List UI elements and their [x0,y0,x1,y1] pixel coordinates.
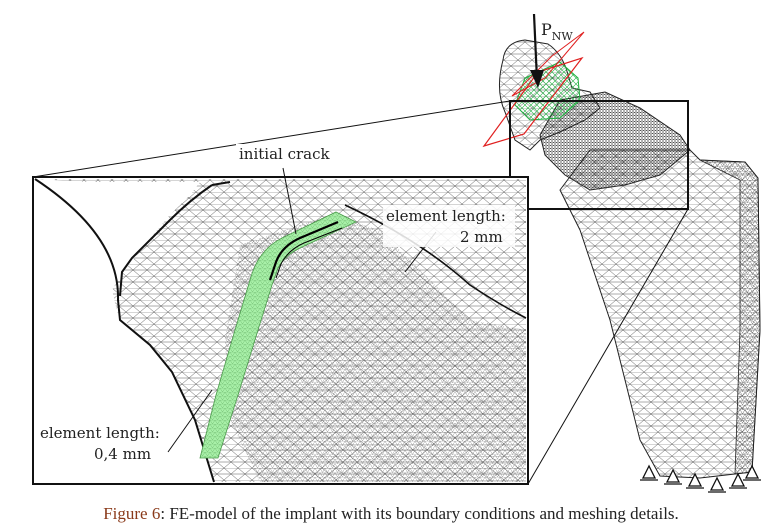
label-initial-crack: initial crack [239,145,331,163]
detail-part-contour [34,178,215,483]
label-coarse-line1: element length: [386,207,506,225]
support-1 [640,464,658,481]
initial-crack-line [268,220,339,281]
detail-right-edge [344,204,527,319]
cut-plane-2 [511,31,585,97]
leader-initial-crack [282,167,297,235]
implant-stem [559,149,761,479]
label-fine-line1: element length: [40,424,160,442]
load-arrow [530,13,544,88]
zoom-source-box [509,100,689,210]
support-6 [743,464,761,481]
caption-text: : FE-model of the implant with its bound… [160,504,679,523]
load-label: PNW [541,20,573,43]
support-3 [686,472,704,489]
zoom-detail-panel: initial crack element length: 2 mm eleme… [32,144,529,485]
figure-reference: Figure 6 [103,504,161,523]
support-2 [664,468,682,485]
detail-fine-mesh [225,215,526,482]
leader-fine [167,389,213,453]
detail-inner-contour [119,184,213,297]
label-coarse-line2: 2 mm [460,228,503,246]
figure-caption: Figure 6: FE-model of the implant with i… [0,504,782,524]
label-fine-line2: 0,4 mm [94,445,151,463]
supports [640,464,761,493]
support-5 [729,472,747,489]
crack-region-detail [199,211,357,459]
support-4 [708,476,726,493]
